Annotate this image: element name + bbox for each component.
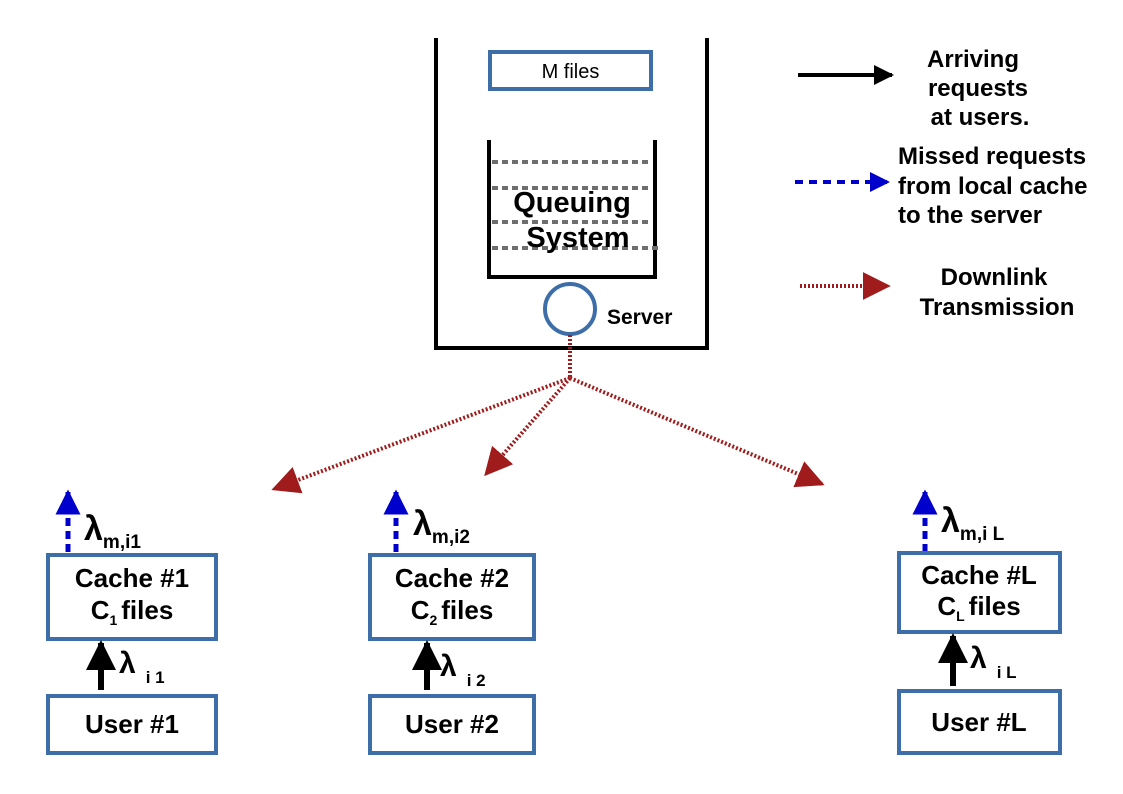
user-label-1: User #1 bbox=[85, 709, 179, 739]
m-files-box: M files bbox=[488, 50, 653, 91]
user-box-1 bbox=[46, 694, 218, 755]
cache-title-1: Cache #1 bbox=[75, 563, 189, 593]
server-label: Server bbox=[607, 306, 672, 329]
legend-missed-line2: from local cache bbox=[898, 173, 1087, 200]
miss-rate-label-2: λm,i2 bbox=[413, 505, 470, 548]
cache-title-l: Cache #L bbox=[921, 560, 1037, 590]
queue-label-line1: Queuing bbox=[513, 187, 631, 219]
legend-missed-line1: Missed requests bbox=[898, 143, 1086, 170]
legend: Arriving requests at users. Missed reque… bbox=[795, 46, 1087, 321]
miss-rate-label-l: λm,i L bbox=[941, 502, 1005, 545]
legend-arriving-line3: at users. bbox=[931, 104, 1030, 131]
downlink-arrows bbox=[271, 335, 825, 494]
user-box-l bbox=[897, 689, 1062, 755]
downlink-arrow-user-2 bbox=[484, 376, 572, 477]
m-files-label: M files bbox=[542, 61, 600, 83]
queuing-system: Queuing System bbox=[487, 140, 662, 279]
legend-downlink-line2: Transmission bbox=[920, 294, 1075, 321]
legend-downlink-line1: Downlink bbox=[941, 264, 1048, 291]
cache-box-l bbox=[897, 551, 1062, 634]
user-label-l: User #L bbox=[931, 707, 1026, 737]
miss-rate-label-1: λm,i1 bbox=[84, 510, 141, 553]
cache-title-2: Cache #2 bbox=[395, 563, 509, 593]
cache-box-2 bbox=[368, 553, 536, 641]
legend-arriving-line1: Arriving bbox=[927, 46, 1019, 73]
legend-missed-line3: to the server bbox=[898, 202, 1042, 229]
queue-label-line2: System bbox=[526, 222, 629, 254]
downlink-arrow-user-1 bbox=[271, 376, 571, 494]
downlink-arrow-user-l bbox=[569, 376, 825, 488]
user-label-2: User #2 bbox=[405, 709, 499, 739]
server-node: Server bbox=[543, 282, 672, 336]
user-box-2 bbox=[368, 694, 536, 755]
cache-box-1 bbox=[46, 553, 218, 641]
legend-arriving-line2: requests bbox=[928, 75, 1028, 102]
